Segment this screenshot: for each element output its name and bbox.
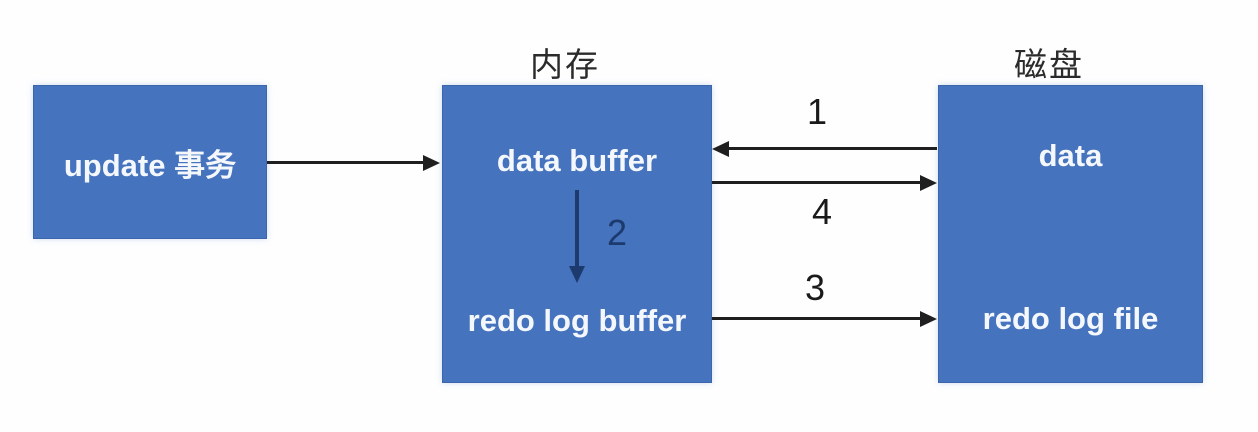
data-buffer-label: data buffer <box>496 143 658 178</box>
redo-log-file-label: redo log file <box>982 301 1159 336</box>
arrow-2-data-buffer-to-redo-log-buffer <box>575 190 579 266</box>
step-3-label: 3 <box>804 267 826 308</box>
data-label: data <box>1038 138 1103 173</box>
disk-box: data redo log file <box>938 85 1203 383</box>
arrow-4-data-buffer-to-data <box>712 181 920 184</box>
step-2-label: 2 <box>606 212 628 253</box>
redo-log-buffer-label: redo log buffer <box>467 303 687 338</box>
memory-zone-label: 内存 <box>530 48 600 84</box>
arrow-1-data-to-data-buffer <box>729 147 937 150</box>
update-transaction-box: update 事务 <box>33 85 267 239</box>
memory-box: data buffer redo log buffer <box>442 85 712 383</box>
disk-zone-label: 磁盘 <box>1014 48 1084 84</box>
arrow-update-to-data-buffer <box>267 161 423 164</box>
arrow-3-redo-log-buffer-to-redo-log-file <box>712 317 920 320</box>
step-4-label: 4 <box>811 191 833 232</box>
update-transaction-label: update 事务 <box>63 147 237 183</box>
step-1-label: 1 <box>806 91 828 132</box>
